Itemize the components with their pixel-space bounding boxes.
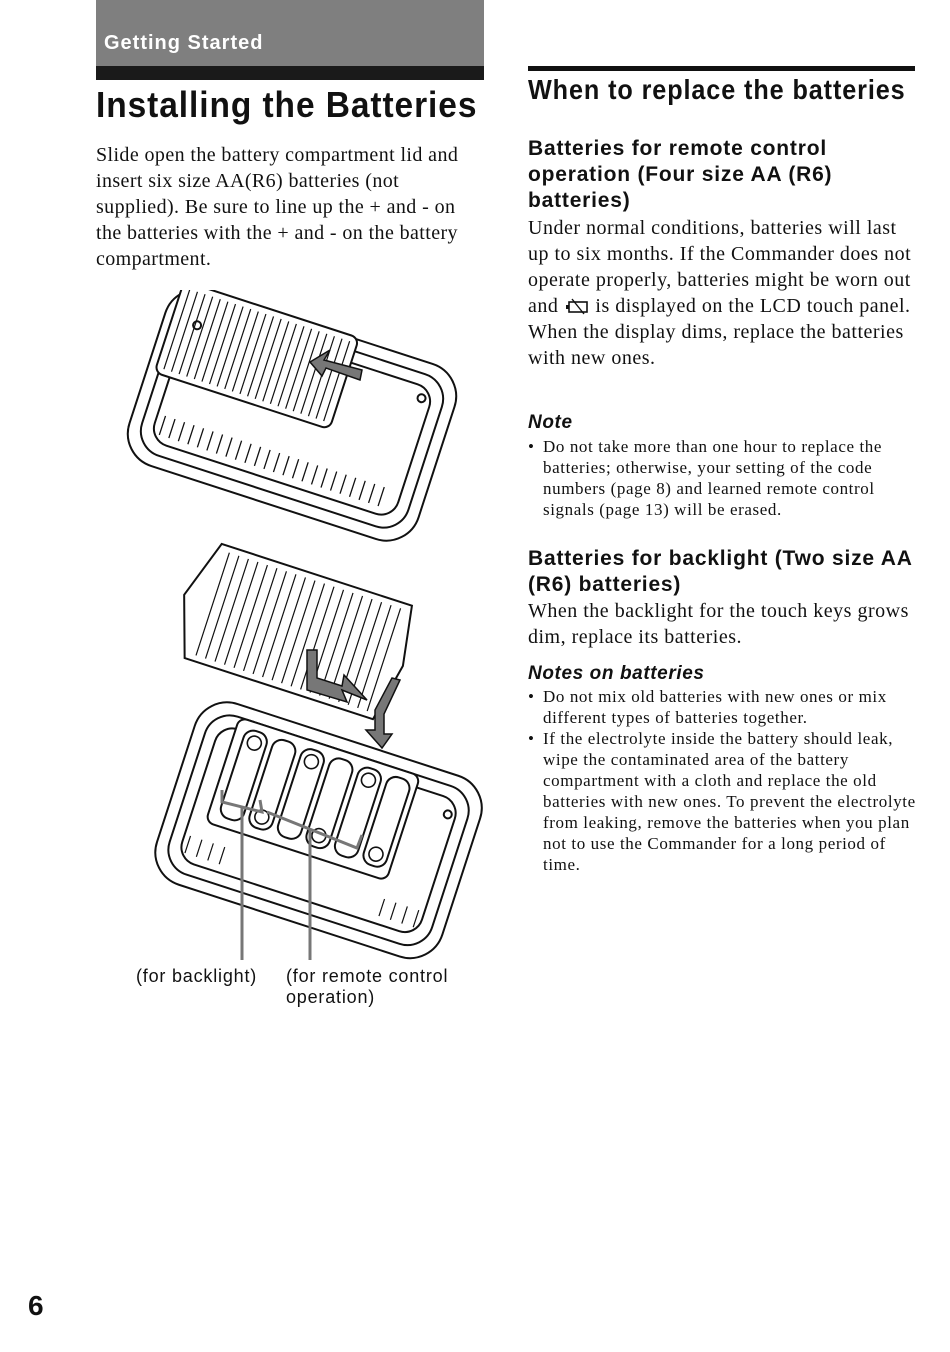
battery-installation-illustration — [126, 290, 483, 960]
section-rule — [96, 66, 484, 80]
intro-text: Slide open the battery compartment lid a… — [96, 144, 459, 270]
notes-item: If the electrolyte inside the battery sh… — [528, 728, 918, 875]
right-rule — [528, 66, 915, 71]
page-title: Installing the Batteries — [96, 84, 478, 125]
notes-heading: Notes on batteries — [528, 663, 705, 684]
backlight-batteries-subheading: Batteries for backlight (Two size AA (R6… — [528, 547, 912, 596]
notes-item: Do not mix old batteries with new ones o… — [528, 686, 918, 728]
note-list: Do not take more than one hour to replac… — [528, 436, 918, 520]
insert-arrow-icon — [364, 677, 402, 750]
section-label: Getting Started — [104, 32, 264, 54]
page-number: 6 — [28, 1290, 44, 1321]
battery-low-icon — [565, 298, 588, 315]
remote-with-lid-drawing — [126, 290, 458, 542]
caption-remote: (for remote control operation) — [286, 966, 449, 1007]
remote-batteries-text: Under normal conditions, batteries will … — [528, 215, 913, 371]
remote-text-part1: Under normal conditions, batteries will … — [528, 217, 912, 317]
caption-backlight: (for backlight) — [136, 966, 258, 986]
replace-batteries-heading: When to replace the batteries — [528, 74, 906, 105]
slide-arrow-icon — [308, 349, 363, 381]
remote-with-batteries-drawing — [154, 701, 483, 960]
backlight-batteries-text: When the backlight for the touch keys gr… — [528, 600, 909, 648]
notes-list: Do not mix old batteries with new ones o… — [528, 686, 918, 875]
section-tab: Getting Started — [96, 0, 484, 66]
lid-arrow-icon — [306, 649, 368, 704]
caption-leader-lines — [220, 790, 364, 960]
note-heading: Note — [528, 412, 573, 433]
remote-text-part2: is displayed on the LCD touch panel. Whe… — [528, 295, 911, 369]
remote-batteries-subheading: Batteries for remote control operation (… — [528, 137, 833, 212]
note-item: Do not take more than one hour to replac… — [528, 436, 918, 520]
